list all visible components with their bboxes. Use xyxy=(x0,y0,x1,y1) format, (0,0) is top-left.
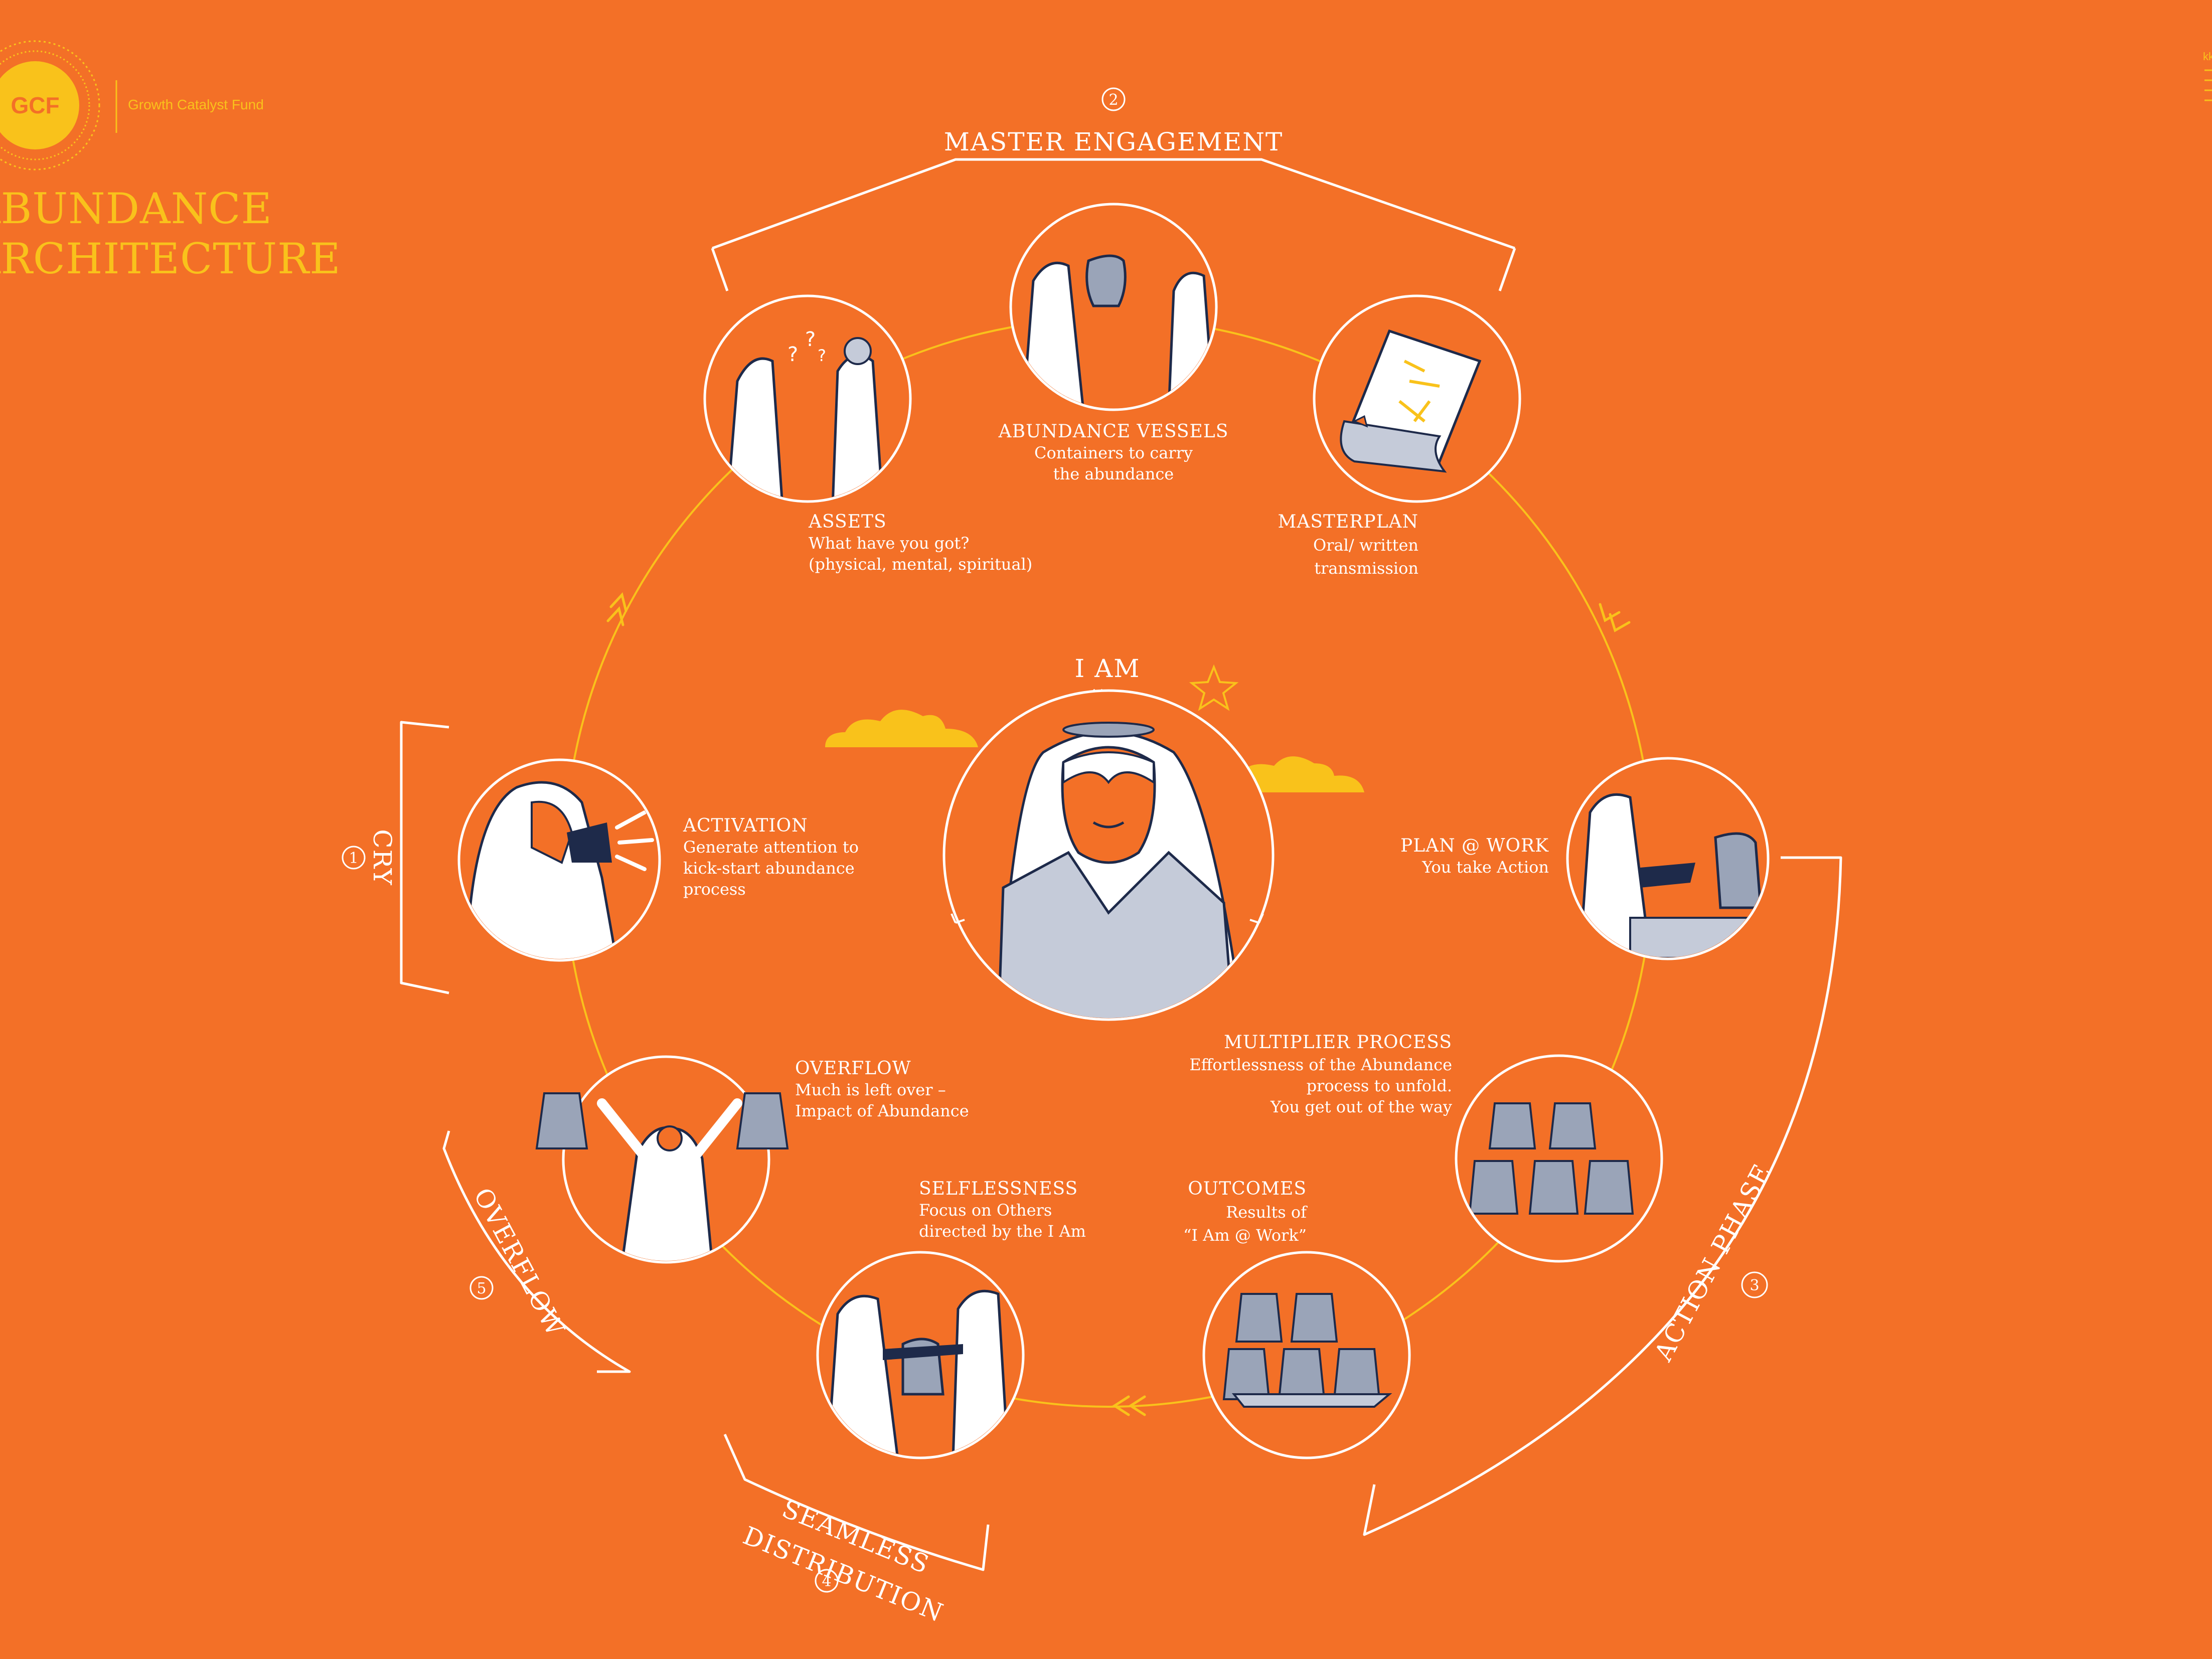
svg-text:?: ? xyxy=(805,328,816,351)
step-desc-activation-3: process xyxy=(683,880,746,899)
bracket-overflow xyxy=(442,1130,631,1373)
giving-icon xyxy=(826,1289,1010,1456)
step-desc-multiplier-3: You get out of the way xyxy=(1270,1097,1452,1116)
page-title-line2: ARCHITECTURE xyxy=(0,234,341,283)
center-arrow-icon-left xyxy=(951,913,965,924)
step-desc-activation-1: Generate attention to xyxy=(683,838,859,857)
i-am-figure-icon xyxy=(997,722,1245,1018)
phase-label-text-5: OVERFLOW xyxy=(468,1183,571,1342)
brand-name: Growth Catalyst Fund xyxy=(128,97,264,112)
phase-label-text-2: MASTER ENGAGEMENT xyxy=(944,127,1283,156)
phase-label-action: ACTION PHASE 3 xyxy=(1649,1159,1777,1366)
corner-decoration xyxy=(2204,69,2212,101)
phase-number-1: 1 xyxy=(349,850,358,867)
corner-mark: kk xyxy=(2203,50,2212,63)
step-desc-multiplier-1: Effortlessness of the Abundance xyxy=(1189,1055,1452,1074)
jar-left-icon xyxy=(535,1092,588,1149)
step-desc-plan-at-work-1: You take Action xyxy=(1421,858,1549,877)
step-overflow: OVERFLOW Much is left over – Impact of A… xyxy=(535,1055,969,1264)
phase-number-4: 4 xyxy=(822,1573,831,1590)
step-assets: ? ? ? ASSETS What have you got? (physica… xyxy=(703,294,1032,574)
jars-coins-icon xyxy=(1222,1293,1392,1408)
step-desc-overflow-1: Much is left over – xyxy=(795,1080,946,1099)
bracket-master-engagement-ends xyxy=(711,248,1516,291)
pouring-icon xyxy=(1578,793,1767,957)
step-desc-outcomes-1: Results of xyxy=(1226,1203,1308,1222)
step-selflessness: SELFLESSNESS Focus on Others directed by… xyxy=(816,1179,1086,1459)
step-desc-masterplan-1: Oral/ written xyxy=(1313,536,1418,555)
bracket-seamless-distribution xyxy=(723,1433,990,1571)
phase-label-cry: 1 CRY xyxy=(342,829,397,886)
step-title-outcomes: OUTCOMES xyxy=(1188,1179,1307,1199)
phase-label-seamless: SEAMLESS DISTRIBUTION 4 xyxy=(739,1494,947,1628)
step-vessels: ABUNDANCE VESSELS Containers to carry th… xyxy=(998,203,1229,483)
step-desc-selflessness-1: Focus on Others xyxy=(919,1201,1052,1220)
bracket-master-engagement xyxy=(712,158,1515,250)
step-multiplier: MULTIPLIER PROCESS Effortlessness of the… xyxy=(1189,1032,1663,1263)
step-desc-selflessness-2: directed by the I Am xyxy=(919,1222,1086,1241)
step-title-plan-at-work: PLAN @ WORK xyxy=(1400,836,1549,856)
phase-label-text-3: ACTION PHASE xyxy=(1649,1159,1777,1366)
phase-brackets xyxy=(400,158,1842,1571)
step-desc-vessels-1: Containers to carry xyxy=(1034,443,1193,462)
step-desc-multiplier-2: process to unfold. xyxy=(1307,1076,1452,1095)
step-desc-assets-1: What have you got? xyxy=(809,534,969,553)
center-label: I AM xyxy=(1075,654,1141,683)
step-title-overflow: OVERFLOW xyxy=(795,1058,911,1079)
step-desc-overflow-2: Impact of Abundance xyxy=(795,1101,969,1120)
question-icon: ? ? ? xyxy=(726,328,884,500)
step-title-vessels: ABUNDANCE VESSELS xyxy=(998,421,1229,442)
step-desc-masterplan-2: transmission xyxy=(1314,559,1418,578)
logo-text: GCF xyxy=(11,92,59,118)
page-title-line1: ABUNDANCE xyxy=(0,184,272,233)
step-masterplan: MASTERPLAN Oral/ written transmission xyxy=(1278,294,1521,578)
step-title-selflessness: SELFLESSNESS xyxy=(919,1179,1078,1199)
center-arrow-icon-right xyxy=(1249,913,1264,924)
phase-number-5: 5 xyxy=(477,1280,486,1297)
step-title-assets: ASSETS xyxy=(808,512,887,532)
bracket-action-phase xyxy=(1363,856,1842,1536)
step-activation: ACTIVATION Generate attention to kick-st… xyxy=(457,758,859,962)
step-desc-vessels-2: the abundance xyxy=(1053,464,1174,483)
phase-label-text-1: CRY xyxy=(368,829,397,886)
phase-number-3: 3 xyxy=(1750,1277,1759,1294)
step-plan-at-work: PLAN @ WORK You take Action xyxy=(1400,757,1770,960)
raised-jars-icon xyxy=(597,1098,742,1261)
step-title-activation: ACTIVATION xyxy=(683,815,808,836)
step-desc-activation-2: kick-start abundance xyxy=(683,859,855,878)
scroll-icon xyxy=(1340,329,1482,473)
jars-icon xyxy=(1468,1102,1634,1215)
svg-text:?: ? xyxy=(818,346,826,365)
bracket-cry xyxy=(400,721,449,994)
center-i-am: I AM xyxy=(942,654,1275,1021)
phase-label-master-engagement: 2 MASTER ENGAGEMENT xyxy=(944,87,1283,156)
svg-text:?: ? xyxy=(787,343,798,366)
step-desc-outcomes-2: “I Am @ Work” xyxy=(1183,1226,1307,1245)
jar-right-icon xyxy=(736,1092,789,1149)
brand-logo: GCF xyxy=(0,40,100,171)
step-title-multiplier: MULTIPLIER PROCESS xyxy=(1224,1032,1452,1053)
phase-label-overflow: OVERFLOW 5 xyxy=(468,1183,571,1342)
ring-arrow-icon xyxy=(606,592,1631,1416)
phase-number-2: 2 xyxy=(1109,91,1118,109)
step-title-masterplan: MASTERPLAN xyxy=(1278,512,1418,532)
step-desc-assets-2: (physical, mental, spiritual) xyxy=(809,555,1032,574)
step-outcomes: OUTCOMES Results of “I Am @ Work” xyxy=(1183,1179,1411,1459)
megaphone-icon xyxy=(465,781,654,959)
